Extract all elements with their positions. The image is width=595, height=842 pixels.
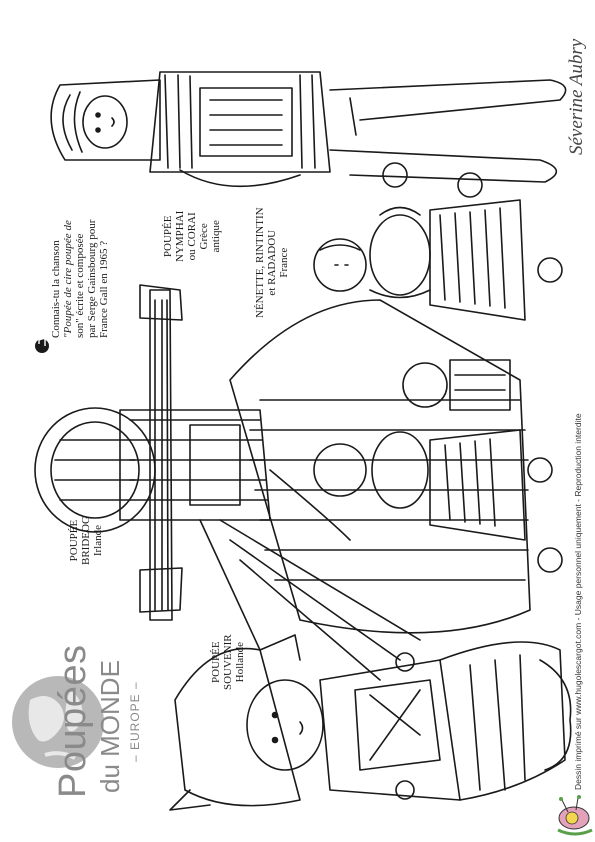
doll-souvenir-figure [169, 634, 572, 811]
label-nenette-rintintin: NÉNETTE, RINTINTIN et RADADOU France [254, 207, 290, 318]
label-poupee-brideog: POUPÉE BRIDEOG Irlande [68, 516, 104, 565]
label-poupee-souvenir: POUPÉE SOUVENIR Hollande [210, 634, 246, 690]
snail-logo [557, 795, 593, 836]
globe-icon [12, 676, 104, 768]
doll-brideog-figure [34, 284, 421, 681]
title-europe: – EUROPE – [128, 681, 142, 762]
song-note: Connais-tu la chanson "Poupée de cire po… [50, 219, 110, 338]
artist-signature: Séverine Aubry [566, 38, 587, 155]
title-poupees: Poupées [52, 644, 94, 798]
doll-nymphai-figure [50, 71, 567, 188]
doll-nenette-figure [313, 162, 563, 483]
corn-husk-skirt [229, 299, 531, 634]
footer-copyright: Dessin imprimé sur www.hugolescargot.com… [573, 413, 583, 790]
title-du-monde: du MONDE [95, 660, 125, 793]
music-note-icon [35, 337, 49, 353]
doll-rintintin-figure [313, 359, 563, 573]
label-poupee-nymphai: POUPÉE NYMPHAI ou CORAI Grèce antique [162, 210, 222, 262]
